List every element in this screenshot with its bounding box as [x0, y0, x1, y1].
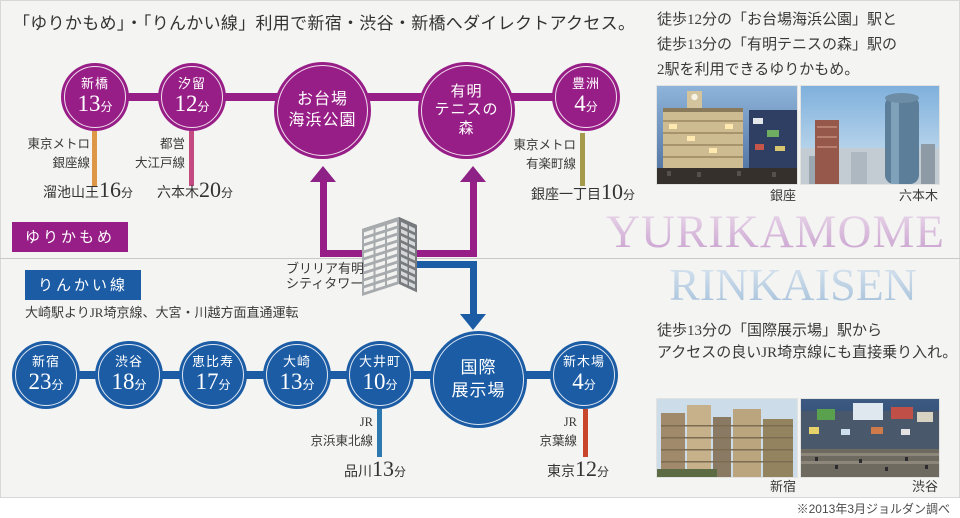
station-name: 有明	[450, 84, 483, 101]
photo-caption-shinjuku: 新宿	[769, 479, 796, 494]
station-minutes: 12分	[174, 91, 210, 117]
rinkai-description: 徒歩13分の「国際展示場」駅から アクセスの良いJR埼京線にも直接乗り入れ。	[657, 323, 958, 361]
station-minutes: 17分	[195, 369, 231, 395]
station-ebisu: 恵比寿 17分	[179, 341, 247, 409]
transfer-dest-shinagawa: 品川13分	[344, 456, 407, 481]
source-footnote: ※2013年3月ジョルダン調べ	[796, 502, 950, 516]
station-oimachi: 大井町 10分	[346, 341, 414, 409]
station-shinjuku: 新宿 23分	[12, 341, 80, 409]
station-toyosu: 豊洲 4分	[552, 63, 620, 131]
arrow-path	[470, 180, 477, 257]
ginza-line-tick	[92, 131, 97, 186]
keiyo-line-tick	[583, 409, 588, 457]
station-minutes: 18分	[111, 369, 147, 395]
photo-shibuya	[800, 398, 940, 478]
station-name: 大崎	[282, 354, 311, 370]
station-name: 豊洲	[571, 76, 600, 92]
page-title: 「ゆりかもめ」・「りんかい線」利用で新宿・渋谷・新橋へダイレクトアクセス。	[13, 14, 636, 33]
photo-caption-ginza: 銀座	[769, 188, 796, 203]
station-name: 新宿	[31, 354, 60, 370]
photo-roppongi	[800, 85, 940, 185]
transfer-dest-tameikesanno: 溜池山王16分	[43, 177, 134, 202]
building-icon	[362, 216, 417, 296]
arrow-up-ariake-icon	[460, 166, 486, 182]
photo-ginza	[656, 85, 798, 185]
station-name: お台場	[296, 90, 348, 108]
arrow-path	[320, 180, 327, 257]
transfer-rail-oedo: 都営大江戸線	[134, 137, 185, 170]
yurakucho-line-tick	[580, 133, 585, 186]
keihin-tohoku-line-tick	[377, 409, 382, 457]
station-name: 恵比寿	[191, 354, 234, 370]
station-name: テニスの	[434, 102, 499, 119]
oedo-line-tick	[189, 131, 194, 186]
arrow-up-odaiba-icon	[310, 166, 336, 182]
station-minutes: 4分	[574, 91, 598, 117]
rinkai-note: 大崎駅よりJR埼京線、大宮・川越方面直通運転	[25, 305, 299, 320]
station-minutes: 10分	[362, 369, 398, 395]
station-name: 森	[458, 120, 475, 137]
station-minutes: 4分	[572, 369, 596, 395]
station-ariake-tennis-no-mori: 有明 テニスの 森	[418, 62, 515, 159]
arrow-path	[470, 261, 477, 316]
photo-shinjuku	[656, 398, 798, 478]
watermark-yurikamome: YURIKAMOME	[560, 209, 945, 256]
yurikamome-badge: ゆりかもめ	[12, 222, 129, 252]
station-minutes: 13分	[77, 91, 113, 117]
transfer-dest-roppongi: 六本木20分	[157, 177, 234, 202]
station-name: 渋谷	[114, 354, 143, 370]
station-shinkiba: 新木場 4分	[550, 341, 618, 409]
yurikamome-description: 徒歩12分の「お台場海浜公園」駅と 徒歩13分の「有明テニスの森」駅の 2駅を利…	[657, 12, 898, 78]
station-name: 新橋	[80, 76, 109, 92]
arrow-path	[415, 261, 477, 268]
station-name: 新木場	[562, 354, 605, 370]
photo-caption-shibuya: 渋谷	[911, 479, 938, 494]
transfer-rail-ginza: 東京メトロ銀座線	[27, 137, 90, 170]
station-name: 展示場	[451, 380, 506, 400]
photo-caption-roppongi: 六本木	[898, 188, 938, 203]
station-name: 汐留	[177, 76, 206, 92]
building-label: ブリリア有明 シティタワー	[286, 261, 365, 291]
section-divider	[0, 258, 960, 259]
station-shiodome: 汐留 12分	[158, 63, 226, 131]
arrow-down-kokusai-icon	[460, 314, 486, 330]
transfer-dest-tokyo: 東京12分	[547, 456, 610, 481]
station-kokusai-tenjijo: 国際 展示場	[430, 331, 527, 428]
station-shimbashi: 新橋 13分	[61, 63, 129, 131]
station-name: 大井町	[358, 354, 401, 370]
station-minutes: 13分	[279, 369, 315, 395]
station-name: 海浜公園	[288, 111, 357, 129]
station-minutes: 23分	[28, 369, 64, 395]
transfer-rail-yurakucho: 東京メトロ有楽町線	[513, 138, 576, 171]
transfer-dest-ginzaitchome: 銀座一丁目10分	[531, 179, 636, 204]
station-name: 国際	[460, 358, 497, 378]
watermark-rinkaisen: RINKAISEN	[560, 262, 917, 308]
rinkai-badge: りんかい線	[25, 270, 142, 300]
station-odaiba-kaihinkoen: お台場 海浜公園	[274, 62, 371, 159]
station-shibuya: 渋谷 18分	[95, 341, 163, 409]
station-osaki: 大崎 13分	[263, 341, 331, 409]
